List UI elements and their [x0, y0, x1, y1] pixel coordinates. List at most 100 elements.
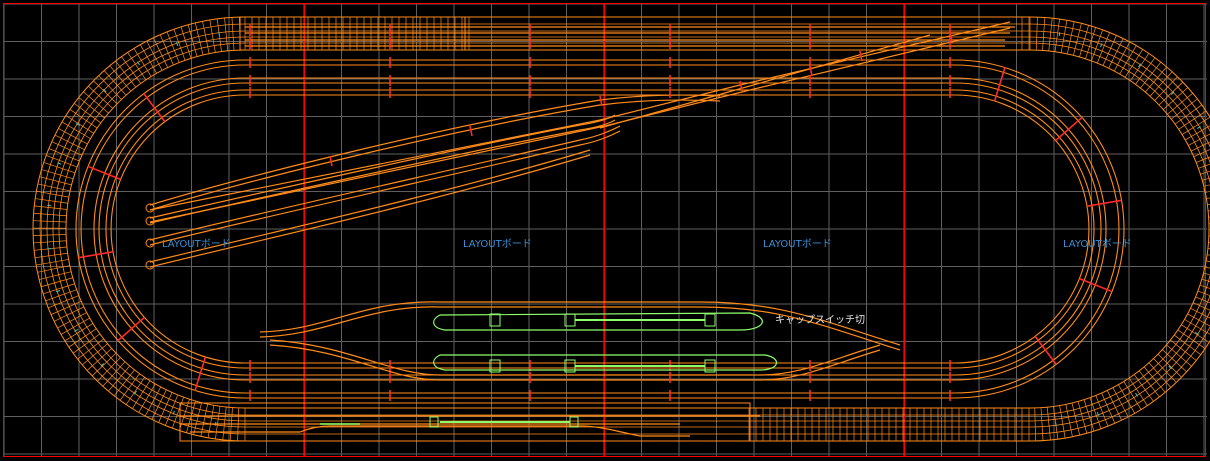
rail-joint: [1055, 116, 1083, 142]
viaduct-tie: [1178, 110, 1207, 130]
annotation-label: キャップスイッチ切: [775, 314, 865, 326]
viaduct-tie: [215, 406, 221, 439]
viaduct-tie: [1153, 358, 1177, 383]
viaduct-tie: [1113, 41, 1131, 72]
sleeper-mark: [74, 328, 79, 332]
loop-track-outer-b: [80, 64, 1120, 394]
central-loop-outer-b: [259, 306, 901, 351]
yard-siding-1b: [149, 99, 721, 211]
yard-siding-1: [149, 94, 721, 206]
viaduct-tie: [97, 357, 121, 382]
train-car-7: [429, 416, 439, 428]
viaduct-tie: [1128, 377, 1148, 406]
viaduct-tie: [1138, 370, 1160, 398]
viaduct-tie: [50, 300, 82, 315]
rail-joint: [859, 50, 863, 62]
sleeper-mark: [1138, 63, 1142, 68]
train-car-icon: [320, 313, 716, 428]
viaduct-tie: [200, 403, 209, 437]
viaduct-tie: [1065, 404, 1073, 437]
viaduct-tie: [1201, 278, 1210, 282]
viaduct-tie: [1157, 353, 1182, 378]
viaduct-edge-outer: [32, 16, 1210, 442]
viaduct-tie: [43, 283, 75, 295]
rail-joint: [117, 316, 145, 342]
rail-joint: [194, 356, 207, 391]
viaduct-tie: [1059, 405, 1066, 439]
loop-track-core-b: [110, 94, 1090, 364]
buffer-stop-1: [145, 203, 155, 213]
viaduct-tie: [1197, 290, 1210, 296]
viaduct-tie: [33, 212, 67, 217]
viaduct-tie: [1083, 399, 1095, 432]
viaduct-tie: [1188, 133, 1210, 146]
viaduct-tie: [224, 17, 229, 51]
sleeper-mark: [57, 162, 62, 165]
viaduct-tie: [1148, 362, 1172, 388]
viaduct-tie: [65, 115, 94, 134]
sleeper-mark: [1195, 332, 1199, 335]
viaduct-tie: [1071, 402, 1081, 436]
viaduct-tie: [1073, 23, 1082, 56]
yard-siding-4b: [149, 154, 591, 268]
rail-joint: [1086, 199, 1122, 208]
viaduct-rail-2: [46, 30, 1210, 428]
buffer-stop-2: [145, 216, 155, 226]
viaduct-tie: [34, 252, 68, 259]
viaduct-tie: [74, 103, 102, 124]
yard-siding-3: [149, 125, 621, 241]
board-boundaries: [3, 3, 1206, 457]
viaduct-tie: [78, 97, 105, 119]
yard-siding-2b: [149, 119, 616, 224]
viaduct-tie: [1130, 53, 1150, 81]
viaduct-rail-3: [52, 36, 1210, 422]
viaduct-tie: [1102, 35, 1117, 66]
sleeper-mark: [1196, 126, 1201, 130]
viaduct-tie: [180, 26, 192, 59]
board-label-2: LAYOUTボード: [463, 238, 532, 250]
train-car-8: [569, 416, 579, 428]
rail-joint: [949, 30, 953, 42]
viaduct-tie: [1162, 349, 1187, 373]
viaduct-tie: [1140, 61, 1162, 89]
loop-track-outer: [75, 59, 1125, 399]
viaduct-tie: [1054, 19, 1060, 52]
viaduct-tie: [127, 52, 147, 81]
platforms: [320, 312, 777, 428]
viaduct-tie: [1198, 163, 1210, 169]
viaduct-tie: [159, 34, 174, 66]
viaduct-tie: [1048, 18, 1053, 52]
train-car-4: [489, 359, 501, 373]
viaduct-tie: [64, 323, 94, 342]
viaduct-tie: [1046, 407, 1051, 441]
sleeper-mark: [214, 421, 217, 426]
viaduct-tie: [1035, 17, 1038, 51]
viaduct-tie: [1203, 184, 1210, 187]
viaduct-tie: [34, 205, 68, 210]
viaduct-tie: [1190, 141, 1210, 152]
viaduct-tie: [57, 312, 87, 329]
viaduct-tie: [86, 348, 112, 371]
viaduct-tie: [1196, 156, 1210, 163]
viaduct-tie: [1108, 38, 1124, 69]
viaduct-tie: [1185, 125, 1210, 141]
viaduct-tie: [109, 65, 132, 92]
viaduct-tie: [108, 365, 130, 392]
sleeper-details: [46, 31, 1201, 427]
viaduct-tie: [39, 176, 72, 186]
viaduct-tie: [1181, 116, 1210, 135]
viaduct-tie: [138, 383, 156, 413]
viaduct-tie: [68, 328, 97, 348]
viaduct-tie: [39, 271, 72, 280]
viaduct-tie: [146, 40, 163, 71]
viaduct-tie: [165, 394, 179, 426]
viaduct-tie: [158, 392, 173, 423]
bottom-yard-box: [179, 402, 751, 442]
viaduct-tie: [45, 289, 77, 302]
board-label-3: LAYOUTボード: [763, 238, 832, 250]
viaduct-tie: [46, 155, 78, 168]
viaduct-tie: [1149, 71, 1173, 97]
sleeper-mark: [1096, 411, 1100, 416]
viaduct-tie: [37, 265, 70, 273]
sleeper-mark: [175, 42, 179, 47]
